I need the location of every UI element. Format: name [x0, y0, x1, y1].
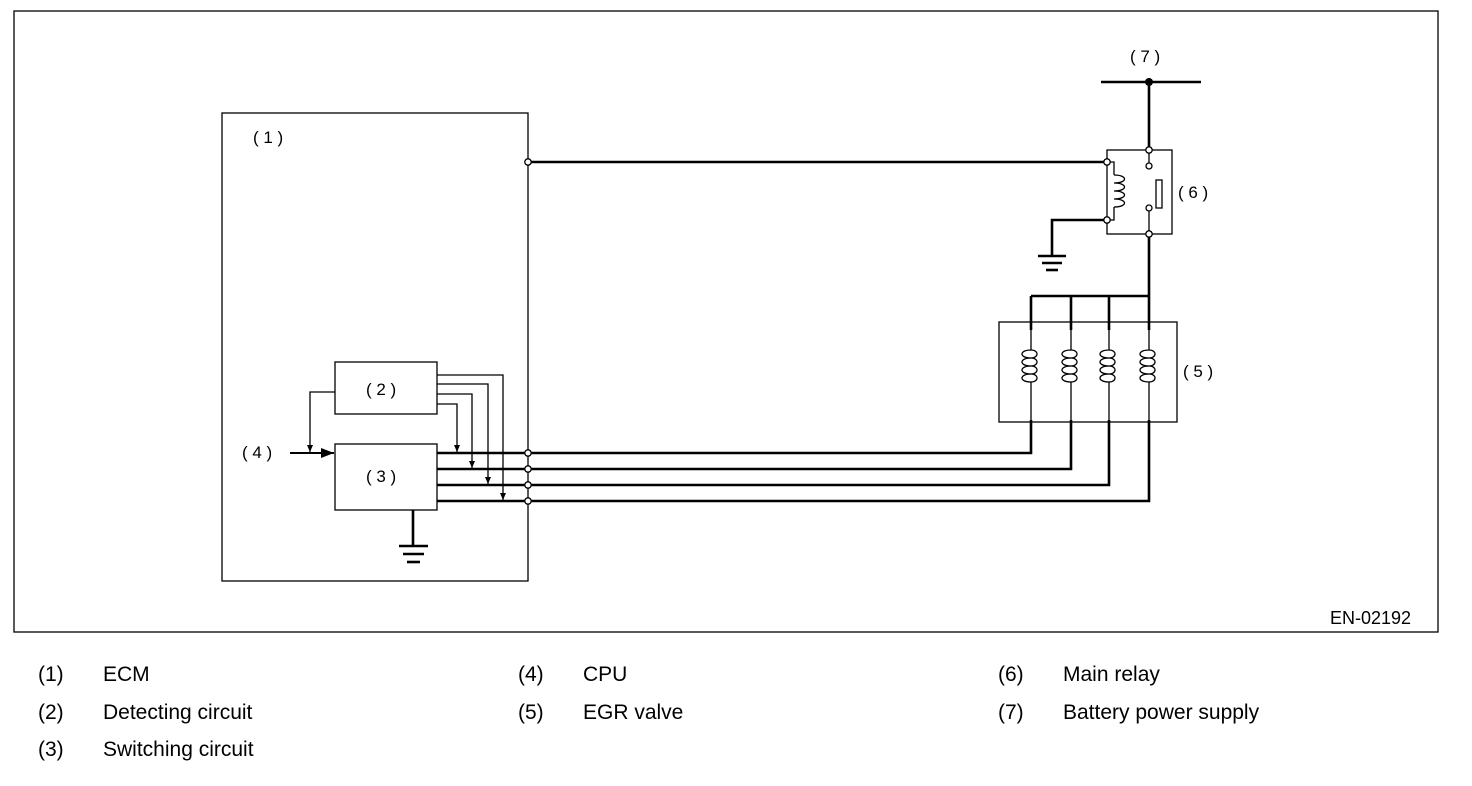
relay-ground-symbol	[1038, 218, 1107, 272]
battery-supply-tag: ( 7 )	[1130, 47, 1160, 66]
relay-coil	[1107, 161, 1126, 221]
egr-drive-wires	[437, 420, 1151, 503]
main-relay-block	[1106, 149, 1173, 235]
legend-num: (7)	[998, 701, 1024, 724]
sense-lines	[437, 374, 506, 500]
detecting-circuit-tag: ( 2 )	[366, 380, 396, 399]
legend-text: Detecting circuit	[103, 701, 253, 724]
diagram-frame	[13, 10, 1439, 633]
ecm-block	[221, 112, 529, 582]
switching-circuit-tag: ( 3 )	[366, 467, 396, 486]
legend: (1) ECM (2) Detecting circuit (3) Switch…	[0, 660, 1472, 780]
wiring-diagram: ( 1 ) ( 2 ) ( 3 ) ( 4 ) ( 7 ) ( 6 )	[13, 10, 1439, 633]
legend-text: CPU	[583, 663, 628, 686]
legend-num: (5)	[518, 701, 544, 724]
main-relay-tag: ( 6 )	[1178, 183, 1208, 202]
legend-num: (1)	[38, 663, 64, 686]
feedback-line	[307, 391, 335, 452]
terminal-nodes	[524, 146, 1153, 505]
switching-circuit-block	[334, 443, 438, 511]
legend-num: (2)	[38, 701, 64, 724]
ecm-tag: ( 1 )	[253, 128, 283, 147]
egr-coils	[1021, 330, 1156, 420]
legend-text: Switching circuit	[103, 738, 254, 761]
relay-output-wire	[1029, 234, 1151, 330]
detecting-circuit-block	[334, 361, 438, 415]
legend-text: Main relay	[1063, 663, 1160, 686]
legend-num: (4)	[518, 663, 544, 686]
ecm-ground-symbol	[399, 510, 428, 564]
legend-text: ECM	[103, 663, 150, 686]
legend-text: Battery power supply	[1063, 701, 1260, 724]
legend-num: (6)	[998, 663, 1024, 686]
cpu-tag: ( 4 )	[242, 443, 272, 462]
legend-text: EGR valve	[583, 701, 684, 724]
figure-code: EN-02192	[1330, 608, 1411, 628]
legend-num: (3)	[38, 738, 64, 761]
relay-switch	[1145, 150, 1163, 234]
egr-valve-block	[998, 321, 1178, 423]
egr-valve-tag: ( 5 )	[1183, 362, 1213, 381]
